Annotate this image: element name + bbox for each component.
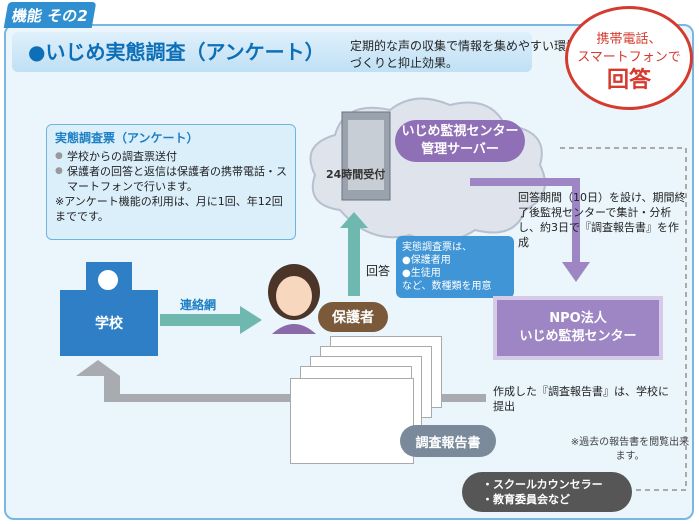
report-to-school-arrow (76, 360, 486, 402)
counselor-item: ・教育委員会など (482, 493, 570, 506)
report-label: 調査報告書 (400, 425, 496, 457)
npo-line1: NPO法人 (549, 311, 607, 326)
past-reports-note: ※過去の報告書を閲覧出来ます。 (570, 437, 690, 462)
npo-box: NPO法人 いじめ監視センター (497, 300, 659, 356)
server-line1: いじめ監視センター (401, 124, 519, 139)
page-title: ●いじめ実態調査（アンケート） (28, 40, 325, 64)
mobile-answer-badge: 携帯電話、 スマートフォンで 回答 (565, 6, 693, 110)
liaison-arrow (160, 306, 262, 334)
liaison-label: 連絡網 (180, 298, 217, 312)
info-item: ●保護者用 (402, 255, 451, 266)
page-subtitle: 定期的な声の収集で情報を集めやすい環境づくりと抑止効果。 (350, 39, 579, 70)
counselor-item: ・スクールカウンセラー (482, 478, 603, 491)
counselor-box: ・スクールカウンセラー ・教育委員会など (462, 472, 632, 512)
parent-face (276, 276, 312, 316)
submit-text: 作成した『調査報告書』は、学校に提出 (493, 385, 669, 413)
title-bar (12, 32, 532, 72)
npo-line2: いじめ監視センター (519, 329, 637, 344)
parent-label: 保護者 (318, 302, 388, 332)
answer-arrow (340, 212, 368, 296)
parent-icon (268, 264, 320, 334)
info-line1: 実態調査票は、 (402, 242, 472, 253)
parent-body (272, 324, 316, 334)
info-item-text: 保護者用 (410, 255, 451, 266)
survey-box: 実態調査票（アンケート） 学校からの調査票送付 保護者の回答と返信は保護者の携帯… (46, 124, 296, 240)
badge-line2: スマートフォンで (577, 50, 681, 65)
period-text: 回答期間（10日）を設け、期間終了後監視センターで集計・分析し、約3日で『調査報… (518, 191, 686, 249)
survey-item: 学校からの調査票送付 (55, 149, 287, 164)
dashed-feedback-line (560, 147, 687, 491)
report-page-icon (290, 378, 414, 464)
info-item: ●生徒用 (402, 268, 441, 279)
info-tail: など、数種類を用意 (402, 281, 492, 292)
badge-line1: 携帯電話、 (596, 32, 662, 47)
info-item-text: 生徒用 (410, 268, 441, 279)
answer-label: 回答 (366, 264, 391, 278)
hours-label: 24時間受付 (326, 168, 386, 181)
survey-types-box: 実態調査票は、 ●保護者用 ●生徒用 など、数種類を用意 (396, 236, 514, 298)
survey-note: ※アンケート機能の利用は、月に1回、年12回までです。 (55, 195, 283, 223)
server-front (348, 120, 384, 190)
school-box: 学校 (60, 290, 158, 356)
survey-title: 実態調査票（アンケート） (55, 131, 199, 145)
badge-strong: 回答 (606, 68, 651, 93)
server-label: いじめ監視センター 管理サーバー (395, 120, 525, 162)
survey-item: 保護者の回答と返信は保護者の携帯電話・スマートフォンで行います。 (55, 164, 287, 194)
server-line2: 管理サーバー (421, 142, 499, 157)
server-to-npo-arrow (470, 178, 590, 282)
